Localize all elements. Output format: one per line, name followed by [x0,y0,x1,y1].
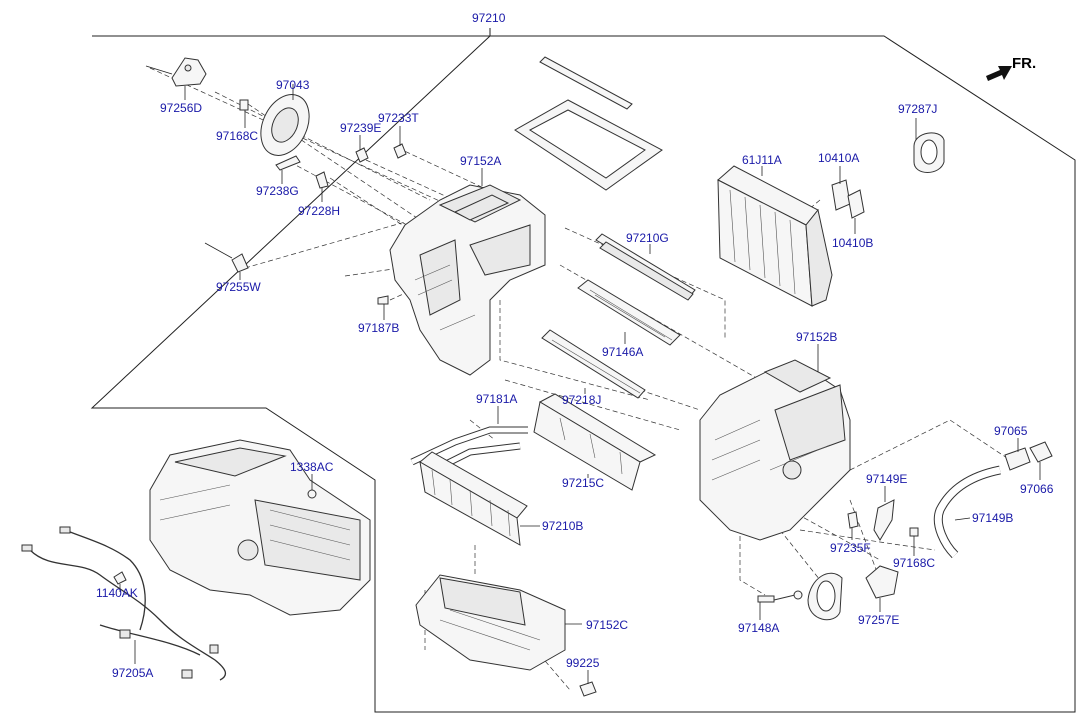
label-97152B: 97152B [796,330,837,344]
door-97218J [541,329,646,399]
label-1140AK: 1140AK [96,586,138,600]
label-10410B: 10410B [832,236,873,250]
clip-97235F [847,511,859,529]
guide-lines [149,67,1011,691]
cover-10410A [831,179,851,211]
door-97146A [577,279,681,346]
label-97043: 97043 [276,78,310,92]
label-97239E: 97239E [340,121,381,135]
link-97228H [315,171,329,189]
label-97146A: 97146A [602,345,643,359]
label-1338AC: 1338AC [290,460,334,474]
bracket-97168C-lower [909,527,919,537]
duct-seal-97287J [913,132,945,173]
label-97149E: 97149E [866,472,907,486]
label-97233T: 97233T [378,111,419,125]
leader-lines [119,84,1041,684]
label-97210G: 97210G [626,231,669,245]
wiring-harness-97205A [21,526,227,681]
sensor-97148A [757,590,803,603]
label-97066: 97066 [1020,482,1054,496]
clip-97239E [355,147,369,163]
label-97065: 97065 [994,424,1028,438]
label-97149B: 97149B [972,511,1013,525]
front-arrow-icon [986,66,1012,81]
actuator-97257E [865,565,899,599]
label-97152A: 97152A [460,154,501,168]
seal-strip [539,56,633,110]
evaporator-97215C [533,393,657,491]
label-97228H: 97228H [298,204,340,218]
duct-ring [807,572,843,621]
gasket-frame [514,99,663,191]
bracket-97168C [239,99,249,111]
lower-case-97152C [415,574,566,671]
label-97168C-upper: 97168C [216,129,258,143]
label-97287J: 97287J [898,102,937,116]
cabin-filter-61J11A [717,165,833,307]
label-97210B: 97210B [542,519,583,533]
clip-97233T [393,143,407,159]
label-97218J: 97218J [562,393,601,407]
hose-97149B [933,465,1001,559]
label-99225: 99225 [566,656,600,670]
clip-97187B [377,295,389,305]
front-direction-marker: FR. [986,55,1036,81]
label-97210: 97210 [472,11,506,25]
label-61J11A: 61J11A [742,153,782,167]
upper-case-97152A [389,184,546,376]
cover-10410B [847,189,865,219]
bracket-97149E [873,499,895,541]
valve-97065 [1004,447,1031,471]
lower-case-97152B [699,359,851,541]
label-97235F: 97235F [830,541,871,555]
label-97152C: 97152C [586,618,628,632]
label-97148A: 97148A [738,621,779,635]
label-97257E: 97257E [858,613,899,627]
label-97255W: 97255W [216,280,261,294]
label-97187B: 97187B [358,321,399,335]
label-10410A: 10410A [818,151,859,165]
fitting-97066 [1029,441,1053,463]
label-97205A: 97205A [112,666,153,680]
actuator-97255W [204,242,249,273]
assembly-frame [90,28,1076,713]
screw-1140AK [113,571,127,585]
door-97210G [595,233,696,301]
label-97181A: 97181A [476,392,517,406]
label-97256D: 97256D [160,101,202,115]
label-97168C-lower: 97168C [893,556,935,570]
heater-core-97210B [419,451,528,546]
complete-hvac-unit [149,439,371,616]
bolt-1338AC [307,489,317,499]
actuator-97256D [145,57,207,87]
sensor-99225 [579,681,597,697]
lever-97238G [275,155,301,171]
front-label: FR. [1012,55,1036,72]
door-97043 [260,94,310,156]
label-97238G: 97238G [256,184,299,198]
label-97215C: 97215C [562,476,604,490]
